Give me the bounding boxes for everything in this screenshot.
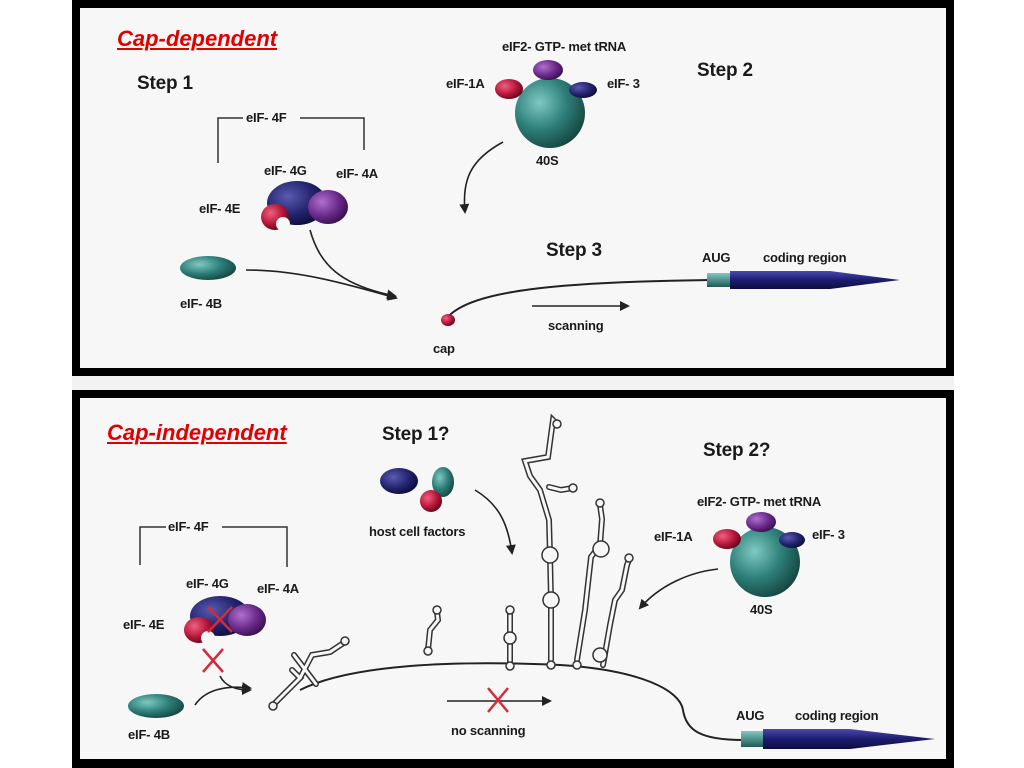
cross-mark-scanning: [487, 687, 509, 713]
cap-label: cap: [433, 341, 455, 356]
title-cap-dependent: Cap-dependent: [117, 26, 278, 51]
eif4f-bracket-bottom: [139, 526, 288, 567]
eif4b-top: [180, 256, 236, 280]
eif4e-label-bottom: eIF- 4E: [123, 617, 165, 632]
step3-label-top: Step 3: [546, 240, 602, 261]
arrow-4f-to-cap: [309, 229, 397, 300]
eif1a-label-top: eIF-1A: [446, 76, 485, 91]
title-cap-independent: Cap-independent: [107, 420, 287, 445]
cap-dependent-panel: [80, 8, 946, 368]
step2-label-bottom: Step 2?: [703, 440, 771, 461]
scanning-label: scanning: [548, 318, 604, 333]
ribosome-40s-label-top: 40S: [536, 153, 559, 168]
complex-label-top: eIF2- GTP- met tRNA: [502, 39, 627, 54]
eif4f-complex-top: [261, 181, 348, 231]
eif4f-label-bottom: eIF- 4F: [168, 519, 209, 534]
arrow-40s-down: [459, 141, 504, 214]
host-cell-factors: [380, 467, 454, 512]
ribosome-40s-bottom: [713, 512, 805, 597]
ribosome-40s-label-bottom: 40S: [750, 602, 773, 617]
eif4b-bottom: [128, 694, 184, 718]
eif4b-label-top: eIF- 4B: [180, 296, 222, 311]
coding-region-label-top: coding region: [763, 250, 847, 265]
cross-mark-4g: [207, 606, 233, 633]
arrow-4b-to-cap: [245, 269, 398, 301]
arrow-4b-to-mrna: [194, 682, 252, 706]
coding-region-arrow-bottom: [763, 729, 935, 749]
eif4f-bracket-top: [217, 117, 365, 163]
aug-stub-top: [707, 273, 732, 287]
ires-structure: [268, 413, 634, 711]
step2-label-top: Step 2: [697, 60, 753, 81]
eif4a-label-top: eIF- 4A: [336, 166, 378, 181]
eif4e-label-top: eIF- 4E: [199, 201, 241, 216]
eif4b-label-bottom: eIF- 4B: [128, 727, 170, 742]
complex-label-bottom: eIF2- GTP- met tRNA: [697, 494, 822, 509]
arrow-host-factors: [474, 489, 516, 555]
coding-region-arrow-top: [730, 271, 900, 289]
eif1a-label-bottom: eIF-1A: [654, 529, 693, 544]
eif3-label-top: eIF- 3: [607, 76, 640, 91]
eif3-label-bottom: eIF- 3: [812, 527, 845, 542]
eif4f-label-top: eIF- 4F: [246, 110, 287, 125]
mrna-top: [446, 279, 711, 319]
eif4f-complex-bottom: [184, 596, 266, 645]
arrow-40s-to-ires: [638, 568, 719, 610]
ribosome-40s-top: [495, 60, 597, 148]
cap-structure: [441, 314, 455, 326]
aug-label-bottom: AUG: [736, 708, 765, 723]
aug-label-top: AUG: [702, 250, 731, 265]
aug-stub-bottom: [741, 731, 765, 747]
eif4g-label-bottom: eIF- 4G: [186, 576, 229, 591]
coding-region-label-bottom: coding region: [795, 708, 879, 723]
eif4g-label-top: eIF- 4G: [264, 163, 307, 178]
step1-label-bottom: Step 1?: [382, 424, 450, 445]
host-cell-factors-label: host cell factors: [369, 524, 466, 539]
no-scanning-label: no scanning: [451, 723, 526, 738]
eif4a-label-bottom: eIF- 4A: [257, 581, 299, 596]
cap-independent-panel: [80, 398, 946, 759]
step1-label-top: Step 1: [137, 73, 193, 94]
cross-mark-4e: [202, 648, 224, 673]
panel-divider: [72, 376, 954, 390]
mrna-bottom: [299, 662, 744, 741]
